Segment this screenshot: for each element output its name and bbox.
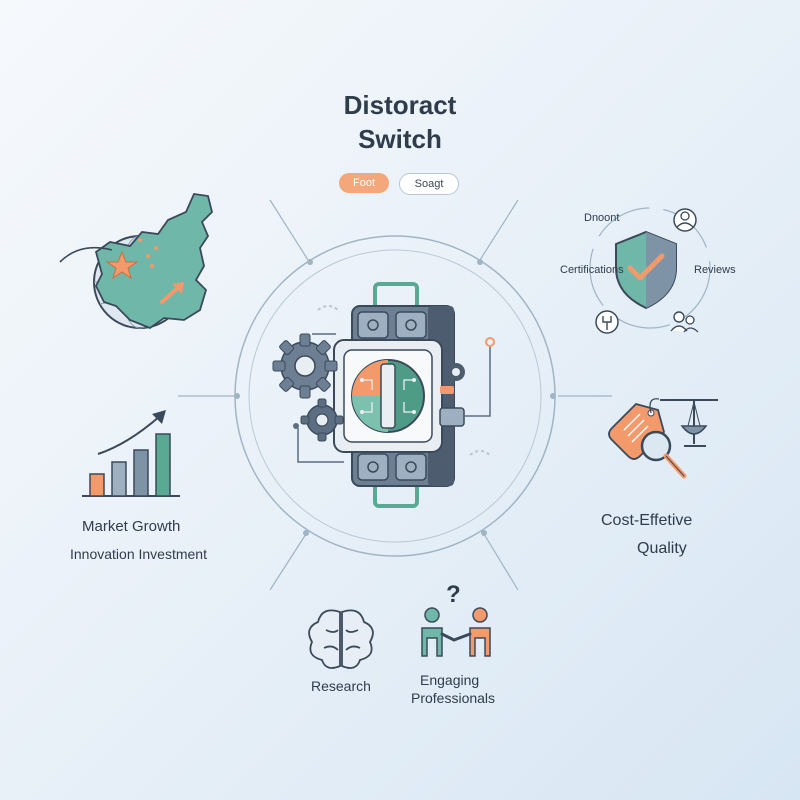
label-research: Research [311, 678, 371, 694]
brain-icon [308, 609, 374, 669]
tag-primary[interactable]: Foot [339, 173, 389, 193]
inner-ring [248, 249, 542, 543]
ring-nodes [234, 259, 556, 536]
handshake-professionals-icon: ? [421, 581, 491, 657]
tag-secondary[interactable]: Soagt [399, 173, 459, 195]
china-map-globe-icon [59, 193, 213, 330]
gear-icon-small [300, 398, 344, 442]
people-icon [670, 311, 699, 333]
label-certifications: Certifications [560, 264, 624, 276]
gear-icon-large [272, 333, 338, 399]
plug-icon [595, 310, 619, 334]
certification-shield-cluster [589, 207, 711, 334]
price-tag-scales-icon [608, 398, 718, 479]
title-line-2: Switch [358, 124, 442, 154]
label-reviews: Reviews [694, 264, 736, 276]
svg-text:?: ? [446, 581, 461, 608]
label-engaging: Engaging [420, 672, 480, 688]
bar-chart-growth-icon [82, 410, 180, 497]
label-quality: Quality [637, 540, 687, 557]
title-line-1: Distoract [343, 90, 457, 120]
spoke-lines [178, 199, 612, 591]
switch-device-icon [293, 282, 495, 508]
label-market-growth: Market Growth [82, 518, 181, 535]
label-professionals: Professionals [411, 690, 496, 706]
label-top-right-small: Dnoont [584, 212, 620, 224]
person-icon [673, 208, 697, 232]
label-cost-effective: Cost-Effetive [601, 512, 693, 529]
label-innovation-investment: Innovation Investment [70, 546, 207, 562]
